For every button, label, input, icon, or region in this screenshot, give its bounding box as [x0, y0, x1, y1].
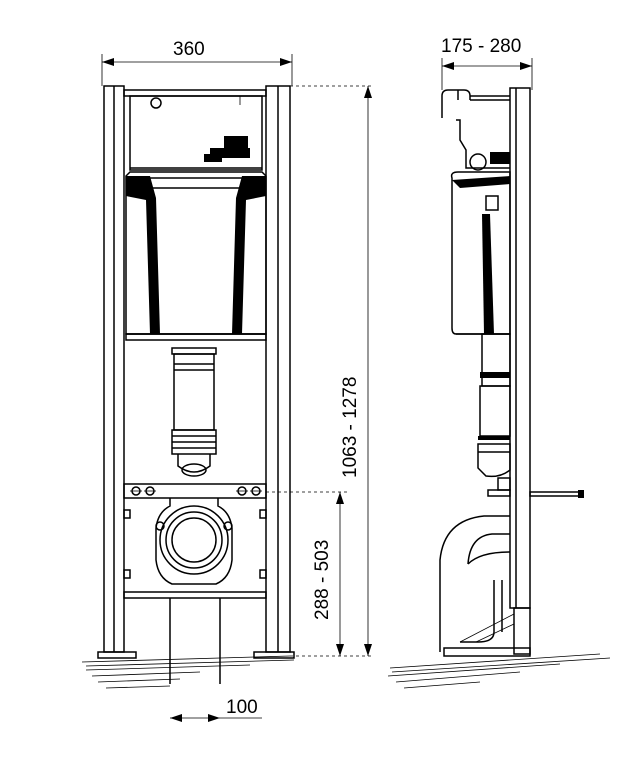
- side-flush-pipe: [477, 333, 511, 478]
- total-height-label: 1063 - 1278: [340, 377, 361, 478]
- cistern-top: [129, 95, 263, 171]
- outlet-pipe: [169, 598, 221, 684]
- bolt-icon: [130, 486, 262, 496]
- floor-hatch: [81, 655, 295, 689]
- width-dimension: 360: [101, 39, 293, 86]
- offset-dimension: 100: [170, 697, 262, 722]
- outlet-bracket: [155, 498, 233, 585]
- left-post: [97, 85, 137, 659]
- frame-width-label: 360: [173, 39, 205, 60]
- side-view: 175 - 280: [387, 36, 611, 689]
- side-bracket: [487, 477, 584, 498]
- cistern-side-top: [456, 119, 510, 171]
- outlet-height-label: 288 - 503: [312, 540, 333, 620]
- depth-range-label: 175 - 280: [441, 36, 521, 57]
- side-outlet: [439, 515, 531, 657]
- right-post: [253, 85, 295, 659]
- total-height-dimension: 1063 - 1278: [340, 86, 372, 656]
- depth-dimension: 175 - 280: [441, 36, 533, 90]
- wall-hook: [441, 89, 510, 118]
- outlet-offset-label: 100: [226, 697, 258, 718]
- cistern-body: [125, 171, 267, 341]
- outlet-height-dimension: 288 - 503: [312, 492, 344, 656]
- front-view: 360: [81, 39, 374, 722]
- cistern-side-body: [450, 171, 511, 335]
- mounting-bar: [123, 483, 267, 579]
- side-floor-hatch: [387, 653, 611, 689]
- flush-pipe: [171, 347, 217, 477]
